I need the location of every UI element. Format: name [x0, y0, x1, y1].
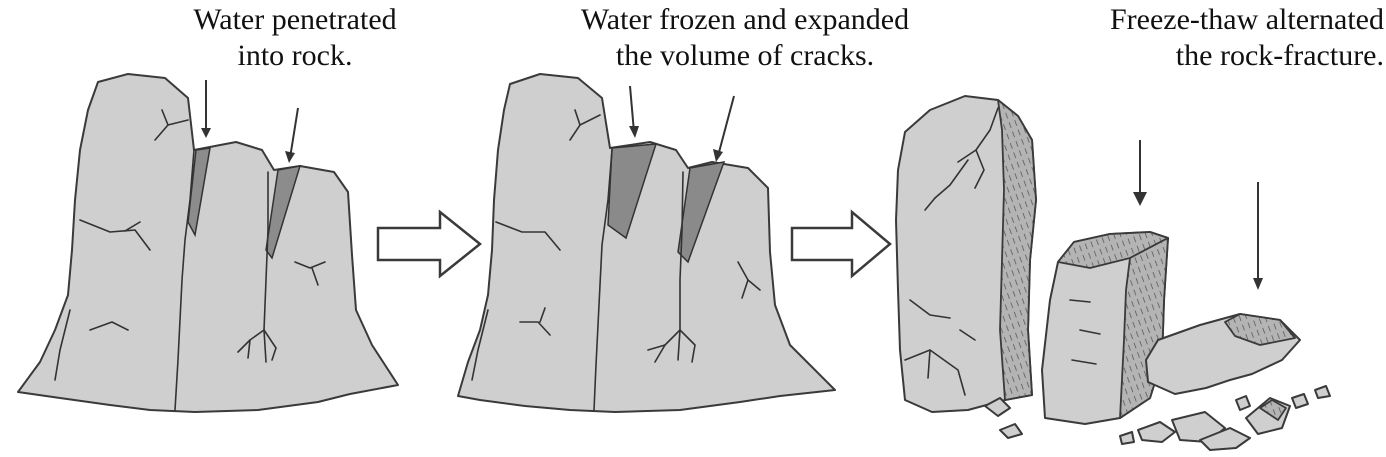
process-arrow-2 — [790, 209, 892, 279]
stage-2-rock-body — [457, 73, 836, 413]
stage-2-caption-line-2: the volume of cracks. — [615, 39, 875, 72]
stage-2-caption: Water frozen and expanded the volume of … — [520, 2, 970, 74]
stage-3-left-cracks — [904, 107, 999, 396]
stage-3-caption-line-1: Freeze-thaw alternated — [1110, 3, 1384, 36]
stage-3-rock — [895, 95, 1331, 451]
stage-1-caption: Water penetrated into rock. — [150, 2, 440, 74]
stage-2-ice-crack-left — [607, 143, 658, 240]
stage-3-arrows — [1133, 140, 1263, 290]
stage-1-rock-body — [17, 73, 399, 413]
stage-2-cracks — [471, 109, 761, 411]
stage-2-rock — [457, 73, 836, 413]
stage-3-caption-line-2: the rock-fracture. — [1175, 39, 1384, 72]
stage-3-debris — [984, 385, 1331, 451]
stage-1-water-crack-right — [265, 165, 302, 260]
stage-1-cracks — [54, 109, 326, 411]
process-arrow-1 — [376, 209, 483, 279]
stage-3-right-slab-top — [1224, 313, 1296, 346]
stage-1-caption-line-1: Water penetrated — [193, 3, 397, 36]
stage-3-caption: Freeze-thaw alternated the rock-fracture… — [1000, 2, 1384, 74]
stage-2-caption-line-1: Water frozen and expanded — [580, 3, 910, 36]
stage-1-rock — [17, 73, 399, 413]
stage-3-left-block-face — [997, 99, 1037, 401]
stage-2-ice-arrows — [629, 85, 735, 162]
stage-3-middle-block-top — [1057, 231, 1169, 269]
stage-1-caption-line-2: into rock. — [237, 39, 353, 72]
stage-1-water-arrows — [201, 80, 299, 163]
stage-3-middle-cracks — [1069, 299, 1101, 365]
